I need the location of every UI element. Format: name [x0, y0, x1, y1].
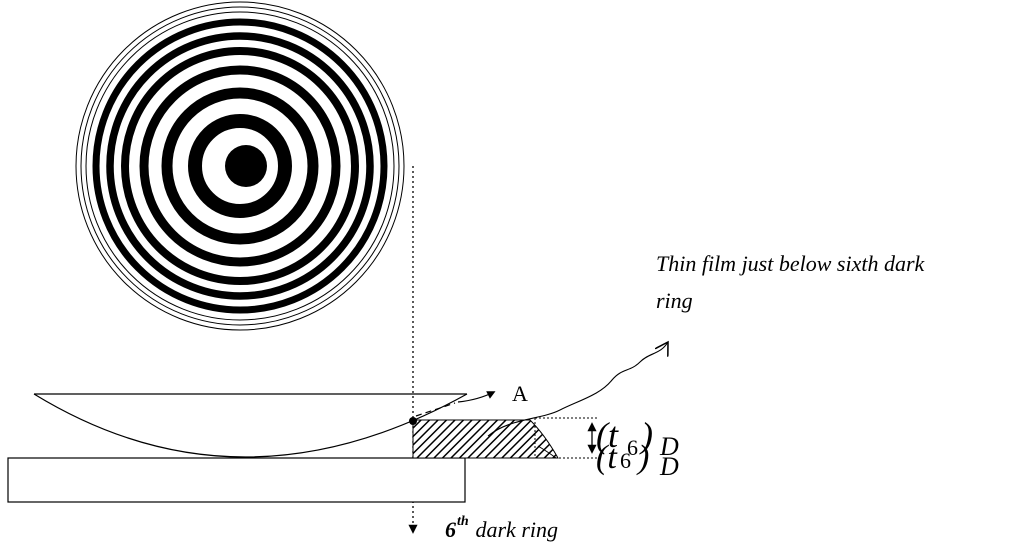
sixth-dark-ring-label: 6 th dark ring [445, 514, 558, 542]
dark-ring-1 [188, 114, 292, 218]
thin-film-hatched-region [412, 419, 559, 459]
film-caption-line1: Thin film just below sixth dark [656, 251, 926, 276]
dark-ring-4 [121, 47, 359, 285]
point-a-marker [409, 417, 417, 425]
dark-ring-5 [106, 32, 374, 300]
svg-text:(t: (t [596, 439, 618, 476]
svg-text:6: 6 [445, 517, 456, 542]
svg-text:6: 6 [627, 435, 638, 460]
svg-text:D: D [659, 432, 679, 461]
outer-thin-circle [75, 1, 405, 331]
dark-ring-6 [92, 18, 388, 314]
film-caption-line2: ring [656, 288, 693, 313]
point-a-label: A [512, 381, 528, 406]
thickness-label-upper: (t 6 ) D [596, 415, 679, 461]
central-dark-spot [225, 145, 267, 187]
outer-thin-circle [85, 11, 395, 321]
point-a-arrow [415, 402, 456, 417]
svg-text:(t: (t [596, 415, 619, 455]
film-pointer-wavy-arrow [487, 342, 668, 437]
glass-plate [7, 457, 466, 503]
svg-text:D: D [659, 452, 679, 481]
svg-text:): ) [636, 439, 649, 476]
svg-text:6: 6 [620, 448, 631, 473]
svg-text:): ) [639, 415, 653, 455]
svg-text:th: th [457, 514, 469, 529]
svg-text:dark ring: dark ring [470, 517, 558, 542]
dark-ring-3 [139, 65, 341, 267]
plano-convex-lens [33, 393, 468, 458]
ring-pattern [75, 1, 405, 331]
outer-thin-circle [80, 6, 400, 326]
dark-ring-2 [161, 87, 319, 245]
thickness-label-lower: (t 6 ) D [596, 439, 679, 481]
